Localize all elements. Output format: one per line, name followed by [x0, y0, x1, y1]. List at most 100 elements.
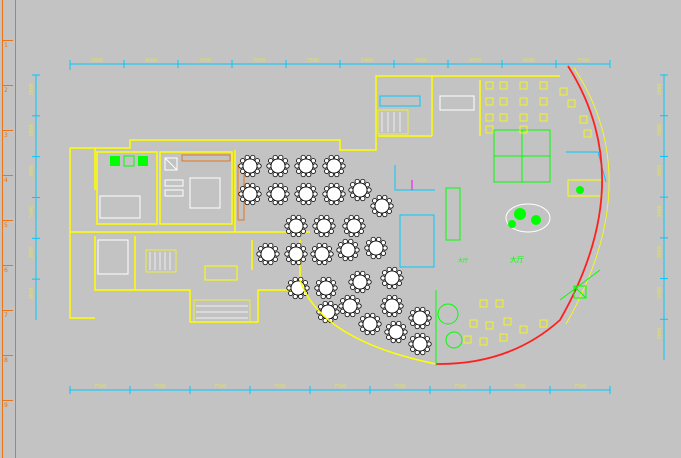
dim-label: 3000 — [657, 165, 663, 177]
dim-label: 4600 — [415, 58, 427, 64]
ruler-tick — [3, 175, 13, 176]
dim-label: 7500 — [253, 58, 265, 64]
lounge-chair[interactable] — [499, 97, 508, 106]
lounge-chair[interactable] — [479, 299, 488, 308]
ruler-number: 9 — [4, 402, 8, 409]
dim-label: 5400 — [29, 206, 35, 218]
lounge-chair[interactable] — [485, 321, 494, 330]
round-table[interactable] — [294, 154, 318, 178]
dim-label: 7500 — [94, 384, 106, 390]
round-table[interactable] — [266, 182, 290, 206]
lounge-chair[interactable] — [485, 81, 494, 90]
lobby-elements — [379, 95, 607, 268]
hall-small-label: 大厅 — [458, 257, 468, 264]
dim-label: 3000 — [29, 247, 35, 259]
lounge-chair[interactable] — [485, 125, 494, 134]
lounge-chair[interactable] — [519, 113, 528, 122]
lounge-chair[interactable] — [539, 319, 548, 328]
kitchen-equipment — [97, 154, 245, 281]
staircases — [145, 109, 409, 323]
lounge-chair[interactable] — [519, 125, 528, 134]
round-table[interactable] — [316, 300, 340, 324]
dim-label: 3000 — [657, 328, 663, 340]
lounge-chairs[interactable] — [463, 81, 592, 346]
round-table[interactable] — [310, 242, 334, 266]
round-table[interactable] — [408, 306, 432, 330]
dim-label: 5400 — [657, 287, 663, 299]
lounge-chair[interactable] — [495, 299, 504, 308]
lounge-chair[interactable] — [469, 319, 478, 328]
lounge-chair[interactable] — [579, 115, 588, 124]
lounge-chair[interactable] — [463, 335, 472, 344]
lounge-chair[interactable] — [539, 113, 548, 122]
dim-label: 3000 — [657, 246, 663, 258]
ruler-number: 6 — [4, 267, 8, 274]
round-table[interactable] — [314, 276, 338, 300]
planters — [437, 186, 584, 349]
round-table[interactable] — [358, 312, 382, 336]
lounge-chair[interactable] — [485, 113, 494, 122]
lounge-chair[interactable] — [503, 317, 512, 326]
dim-label: 7500 — [274, 384, 286, 390]
dim-label: 7500 — [307, 58, 319, 64]
round-table[interactable] — [284, 214, 308, 238]
round-table[interactable] — [408, 332, 432, 356]
lounge-chair[interactable] — [559, 87, 568, 96]
lounge-chair[interactable] — [583, 129, 592, 138]
ruler-number: 5 — [4, 222, 8, 229]
round-table[interactable] — [336, 238, 360, 262]
lounge-chair[interactable] — [519, 97, 528, 106]
dim-label: 3000 — [29, 165, 35, 177]
round-table[interactable] — [380, 294, 404, 318]
dim-label: 7500 — [394, 384, 406, 390]
round-table[interactable] — [338, 294, 362, 318]
banquet-tables[interactable] — [238, 154, 432, 356]
lounge-chair[interactable] — [499, 81, 508, 90]
ruler-number: 7 — [4, 312, 8, 319]
round-table[interactable] — [370, 194, 394, 218]
dim-label: 7500 — [334, 384, 346, 390]
lounge-chair[interactable] — [519, 325, 528, 334]
round-table[interactable] — [322, 182, 346, 206]
lounge-chair[interactable] — [485, 97, 494, 106]
ruler-tick — [3, 220, 13, 221]
round-table[interactable] — [238, 182, 262, 206]
lounge-chair[interactable] — [499, 333, 508, 342]
dim-label: 4500 — [145, 58, 157, 64]
round-table[interactable] — [286, 276, 310, 300]
ruler-tick — [3, 400, 13, 401]
dim-label: 5400 — [361, 58, 373, 64]
round-table[interactable] — [312, 214, 336, 238]
ruler-number: 4 — [4, 177, 8, 184]
round-table[interactable] — [384, 320, 408, 344]
lounge-chair[interactable] — [539, 81, 548, 90]
round-table[interactable] — [348, 270, 372, 294]
round-table[interactable] — [348, 178, 372, 202]
round-table[interactable] — [284, 242, 308, 266]
ruler-number: 1 — [4, 42, 8, 49]
round-table[interactable] — [342, 214, 366, 238]
round-table[interactable] — [238, 154, 262, 178]
round-table[interactable] — [266, 154, 290, 178]
ruler-tick — [3, 355, 13, 356]
round-table[interactable] — [322, 154, 346, 178]
dim-label: 7500 — [574, 384, 586, 390]
lounge-chair[interactable] — [567, 99, 576, 108]
dim-label: 7500 — [454, 384, 466, 390]
ruler-line — [2, 0, 3, 458]
dim-label: 3000 — [657, 124, 663, 136]
lounge-chair[interactable] — [499, 113, 508, 122]
hall-label: 大厅 — [510, 255, 524, 264]
round-table[interactable] — [294, 182, 318, 206]
dim-label: 3000 — [657, 83, 663, 95]
round-table[interactable] — [380, 266, 404, 290]
lounge-chair[interactable] — [539, 97, 548, 106]
round-table[interactable] — [256, 242, 280, 266]
lounge-chair[interactable] — [479, 337, 488, 346]
lounge-chair[interactable] — [519, 81, 528, 90]
round-table[interactable] — [364, 236, 388, 260]
